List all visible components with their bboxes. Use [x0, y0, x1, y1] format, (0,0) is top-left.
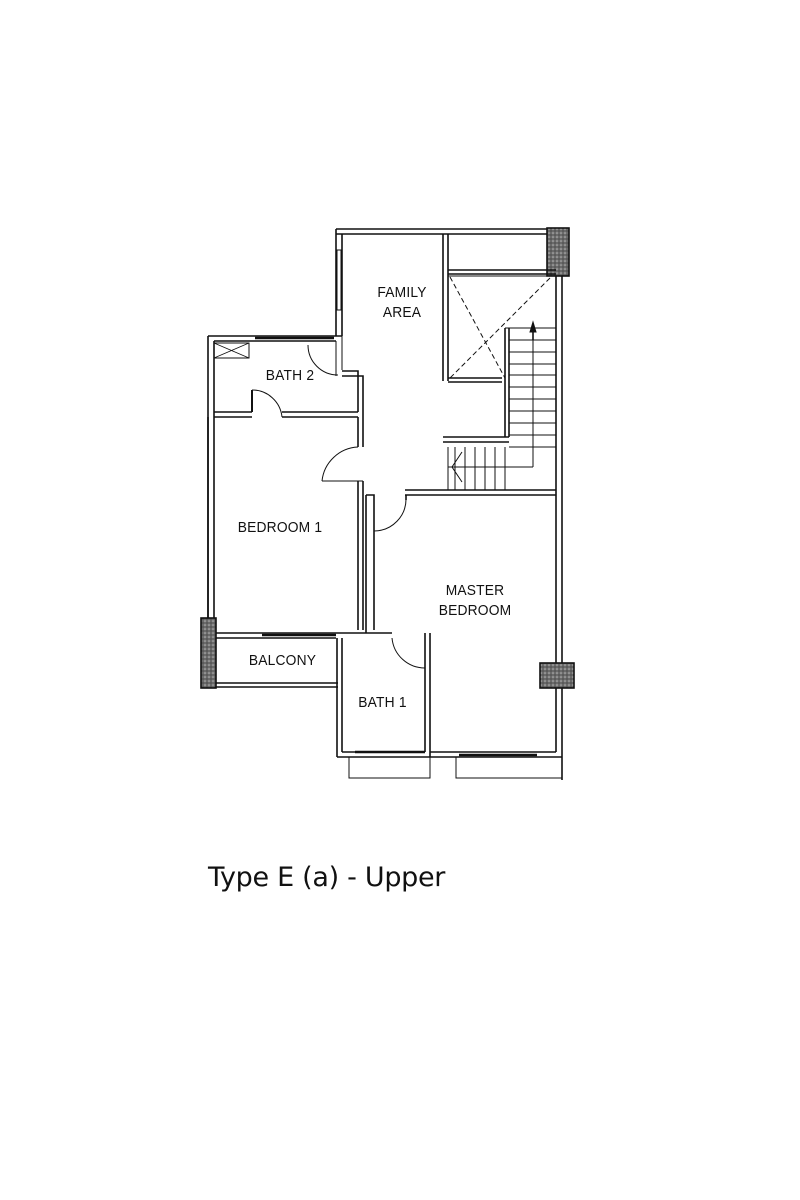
- void-area: [442, 234, 556, 383]
- room-label-master-bedroom: MASTER BEDROOM: [429, 581, 521, 621]
- bath1-walls: [336, 630, 431, 779]
- room-label-bedroom1: BEDROOM 1: [237, 519, 323, 536]
- balcony-walls: [216, 632, 338, 688]
- staircase: [443, 320, 557, 491]
- master-bedroom-walls: [430, 751, 562, 779]
- bedroom1-walls: [207, 417, 407, 630]
- plan-caption: Type E (a) - Upper: [208, 862, 446, 893]
- master-line1: MASTER: [445, 582, 505, 599]
- family-line2: AREA: [382, 304, 422, 321]
- room-label-bath2: BATH 2: [265, 367, 315, 384]
- master-line2: BEDROOM: [438, 602, 512, 619]
- column-left: [200, 617, 217, 689]
- room-label-family-area: FAMILY AREA: [365, 283, 439, 323]
- column-right: [539, 662, 575, 689]
- column-top-right: [546, 227, 570, 277]
- family-line1: FAMILY: [377, 284, 427, 301]
- room-label-bath1: BATH 1: [358, 694, 407, 711]
- bath2-walls: [213, 336, 364, 418]
- room-label-balcony: BALCONY: [248, 652, 317, 669]
